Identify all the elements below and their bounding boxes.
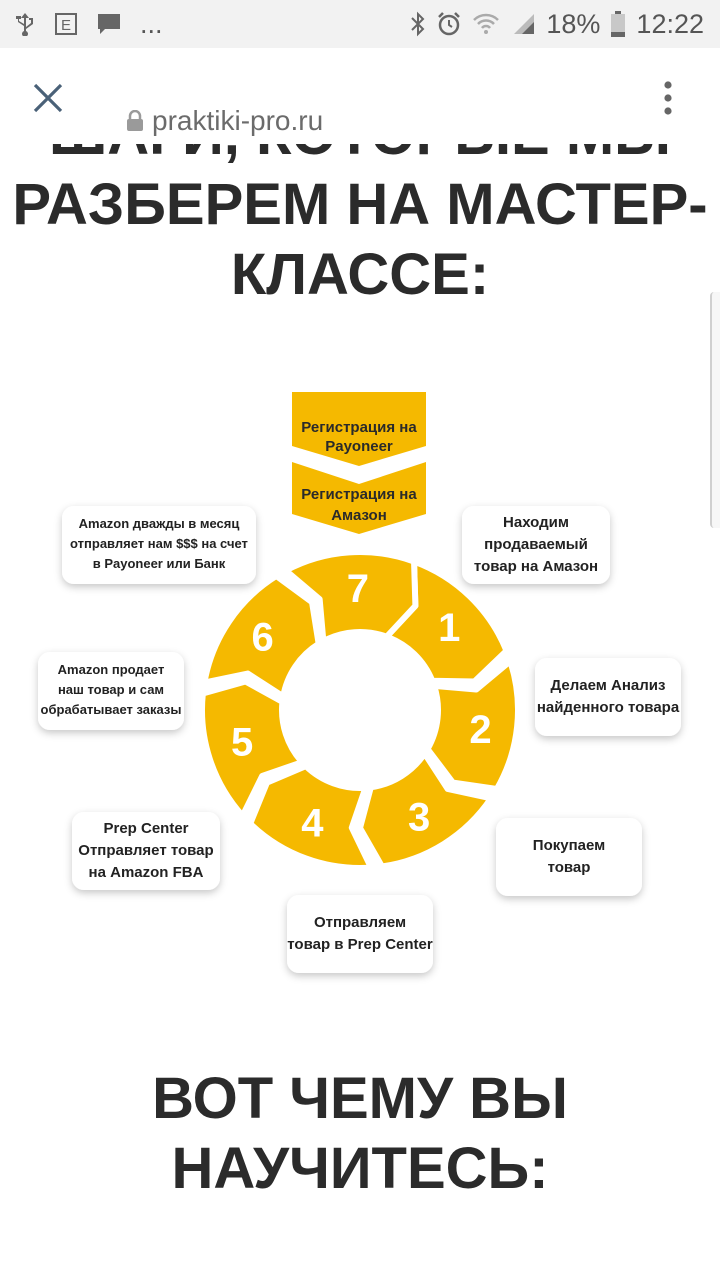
bluetooth-icon [410,11,426,37]
step-box-7-line-1: Amazon дважды в месяц [79,516,240,531]
step-box-7-line-3: в Payoneer или Банк [93,556,226,571]
step-box-7-line-2: отправляет нам $$$ на счет [70,536,248,551]
step-box-2-line-2: найденного товара [537,699,680,716]
step-box-3-line-2: товар [548,859,591,876]
step-box-1-line-3: товар на Амазон [474,558,598,575]
wifi-icon [472,12,500,36]
banner-payoneer: Регистрация на Payoneer [292,392,426,466]
step-box-1-line-2: продаваемый [484,536,588,553]
step-box-6-line-3: обрабатывает заказы [41,702,182,717]
step-box-6-line-2: наш товар и сам [58,682,164,697]
step-number-5: 5 [231,721,253,765]
scroll-thumb[interactable] [710,292,720,528]
steps-heading-line-1: ШАГИ, КОТОРЫЕ МЫ [0,144,720,170]
banner-amazon: Регистрация на Амазон [292,462,426,534]
step-box-2 [535,658,681,736]
step-number-3: 3 [408,796,430,840]
steps-diagram: Регистрация на Payoneer Регистрация на А… [38,392,681,973]
alarm-icon [436,11,462,37]
step-segment-4 [247,763,375,871]
browser-toolbar [0,48,720,144]
step-box-7 [62,506,256,584]
step-segment-3 [357,750,494,870]
step-segment-5 [199,678,306,819]
learn-heading-line-2: НАУЧИТЕСЬ: [171,1136,549,1201]
step-boxes: Находим продаваемый товар на АмазонДелаем … [38,506,681,973]
step-number-7: 7 [347,567,369,611]
step-box-5 [72,812,220,890]
status-left: E ... [14,0,163,48]
banner-amazon-line-2: Амазон [331,507,387,524]
step-number-6: 6 [251,616,273,660]
page-content: ШАГИ, КОТОРЫЕ МЫ РАЗБЕРЕМ НА МАСТЕР- КЛА… [0,144,720,1280]
step-segment-7 [282,549,419,645]
step-box-4 [287,895,433,973]
step-box-4-line-2: товар в Prep Center [287,936,433,953]
step-number-1: 1 [438,606,460,650]
overflow-menu-button[interactable] [656,78,680,118]
close-icon [33,83,63,113]
step-box-5-line-1: Prep Center [103,820,188,837]
battery-percent: 18% [546,8,601,39]
status-more: ... [140,8,163,39]
steps-heading-line-2: РАЗБЕРЕМ НА МАСТЕР- [12,172,708,237]
step-box-3-line-1: Покупаем [533,837,605,854]
step-number-4: 4 [301,801,324,845]
status-right: 18% 12:22 [410,0,704,48]
step-box-5-line-3: на Amazon FBA [89,864,204,881]
close-tab-button[interactable] [28,78,68,118]
svg-text:E: E [61,17,71,34]
step-box-6-line-1: Amazon продает [58,662,165,677]
signal-icon [510,12,536,36]
banner-amazon-line-1: Регистрация на [301,486,417,503]
step-box-1-line-1: Находим [503,514,569,531]
message-icon [96,12,122,36]
status-bar: E ... 18% 12:22 [0,0,720,48]
step-box-5-line-2: Отправляет товар [78,842,213,859]
step-box-1 [462,506,610,584]
e-app-icon: E [54,12,78,36]
step-box-4-line-1: Отправляем [314,914,406,931]
step-segment-2 [424,658,521,792]
banner-payoneer-line-2: Payoneer [325,438,393,455]
step-number-2: 2 [469,708,491,752]
learn-heading: ВОТ ЧЕМУ ВЫ НАУЧИТЕСЬ: [0,1064,720,1204]
more-vert-icon [664,81,672,115]
clock: 12:22 [636,8,704,39]
address-bar[interactable]: praktiki-pro.ru [126,105,323,137]
steps-heading-line-3: КЛАССЕ: [230,242,490,307]
learn-heading-line-1: ВОТ ЧЕМУ ВЫ [152,1066,568,1131]
step-box-2-line-1: Делаем Анализ [551,677,666,694]
ring-center [284,634,436,786]
banner-payoneer-line-1: Регистрация на [301,419,417,436]
url-text: praktiki-pro.ru [152,105,324,136]
steps-heading: ШАГИ, КОТОРЫЕ МЫ РАЗБЕРЕМ НА МАСТЕР- КЛА… [0,144,720,310]
lock-icon [127,110,143,131]
step-box-3 [496,818,642,896]
step-box-6 [38,652,184,730]
step-segment-6 [201,573,322,700]
usb-debug-icon [14,12,36,36]
battery-icon [610,10,626,38]
